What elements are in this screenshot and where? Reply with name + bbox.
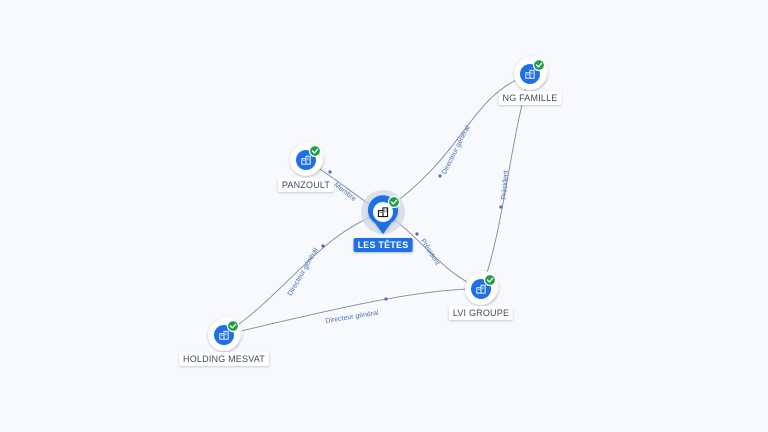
check-badge-icon xyxy=(308,144,322,158)
edge-lvi-groupe-ng-famille[interactable]: Président xyxy=(480,73,531,290)
check-mark xyxy=(229,323,237,329)
node-les-tetes[interactable] xyxy=(361,190,405,234)
edge-arrow-marker xyxy=(499,205,503,209)
node-label-holding-mesvat[interactable]: HOLDING MESVAT xyxy=(179,352,269,366)
edge-arrow-marker xyxy=(384,297,388,301)
node-ng-famille[interactable] xyxy=(514,56,548,90)
edge-label: Président xyxy=(419,238,441,267)
node-label-les-tetes[interactable]: LES TÊTES xyxy=(353,238,413,252)
check-badge-icon xyxy=(532,58,546,72)
edge-line xyxy=(223,211,384,336)
edge-label: Directeur général xyxy=(325,310,380,325)
edge-arrow-marker xyxy=(415,232,419,236)
edge-label: Président xyxy=(501,170,510,200)
check-mark xyxy=(390,199,398,205)
node-lvi-groupe[interactable] xyxy=(465,271,499,305)
edge-arrow-marker xyxy=(328,170,332,174)
edge-label: Directeur général xyxy=(441,124,472,175)
node-label-panzoult[interactable]: PANZOULT xyxy=(277,178,335,192)
edge-line xyxy=(382,73,531,213)
edge-arrow-marker xyxy=(438,174,442,178)
edge-line xyxy=(223,288,482,336)
check-badge-icon xyxy=(483,273,497,287)
node-holding-mesvat[interactable] xyxy=(208,317,242,351)
node-label-ng-famille[interactable]: NG FAMILLE xyxy=(498,91,562,105)
edge-holding-mesvat-lvi-groupe[interactable]: Directeur général xyxy=(223,288,482,336)
node-panzoult[interactable] xyxy=(290,142,324,176)
check-mark xyxy=(535,62,543,68)
node-label-lvi-groupe[interactable]: LVI GROUPE xyxy=(448,306,514,320)
edge-label: Membre xyxy=(333,182,358,203)
check-badge-icon xyxy=(387,195,401,209)
check-mark xyxy=(486,277,494,283)
edge-label: Directeur général xyxy=(287,247,320,297)
check-mark xyxy=(311,148,319,154)
edge-arrow-marker xyxy=(321,244,325,248)
check-badge-icon xyxy=(226,319,240,333)
